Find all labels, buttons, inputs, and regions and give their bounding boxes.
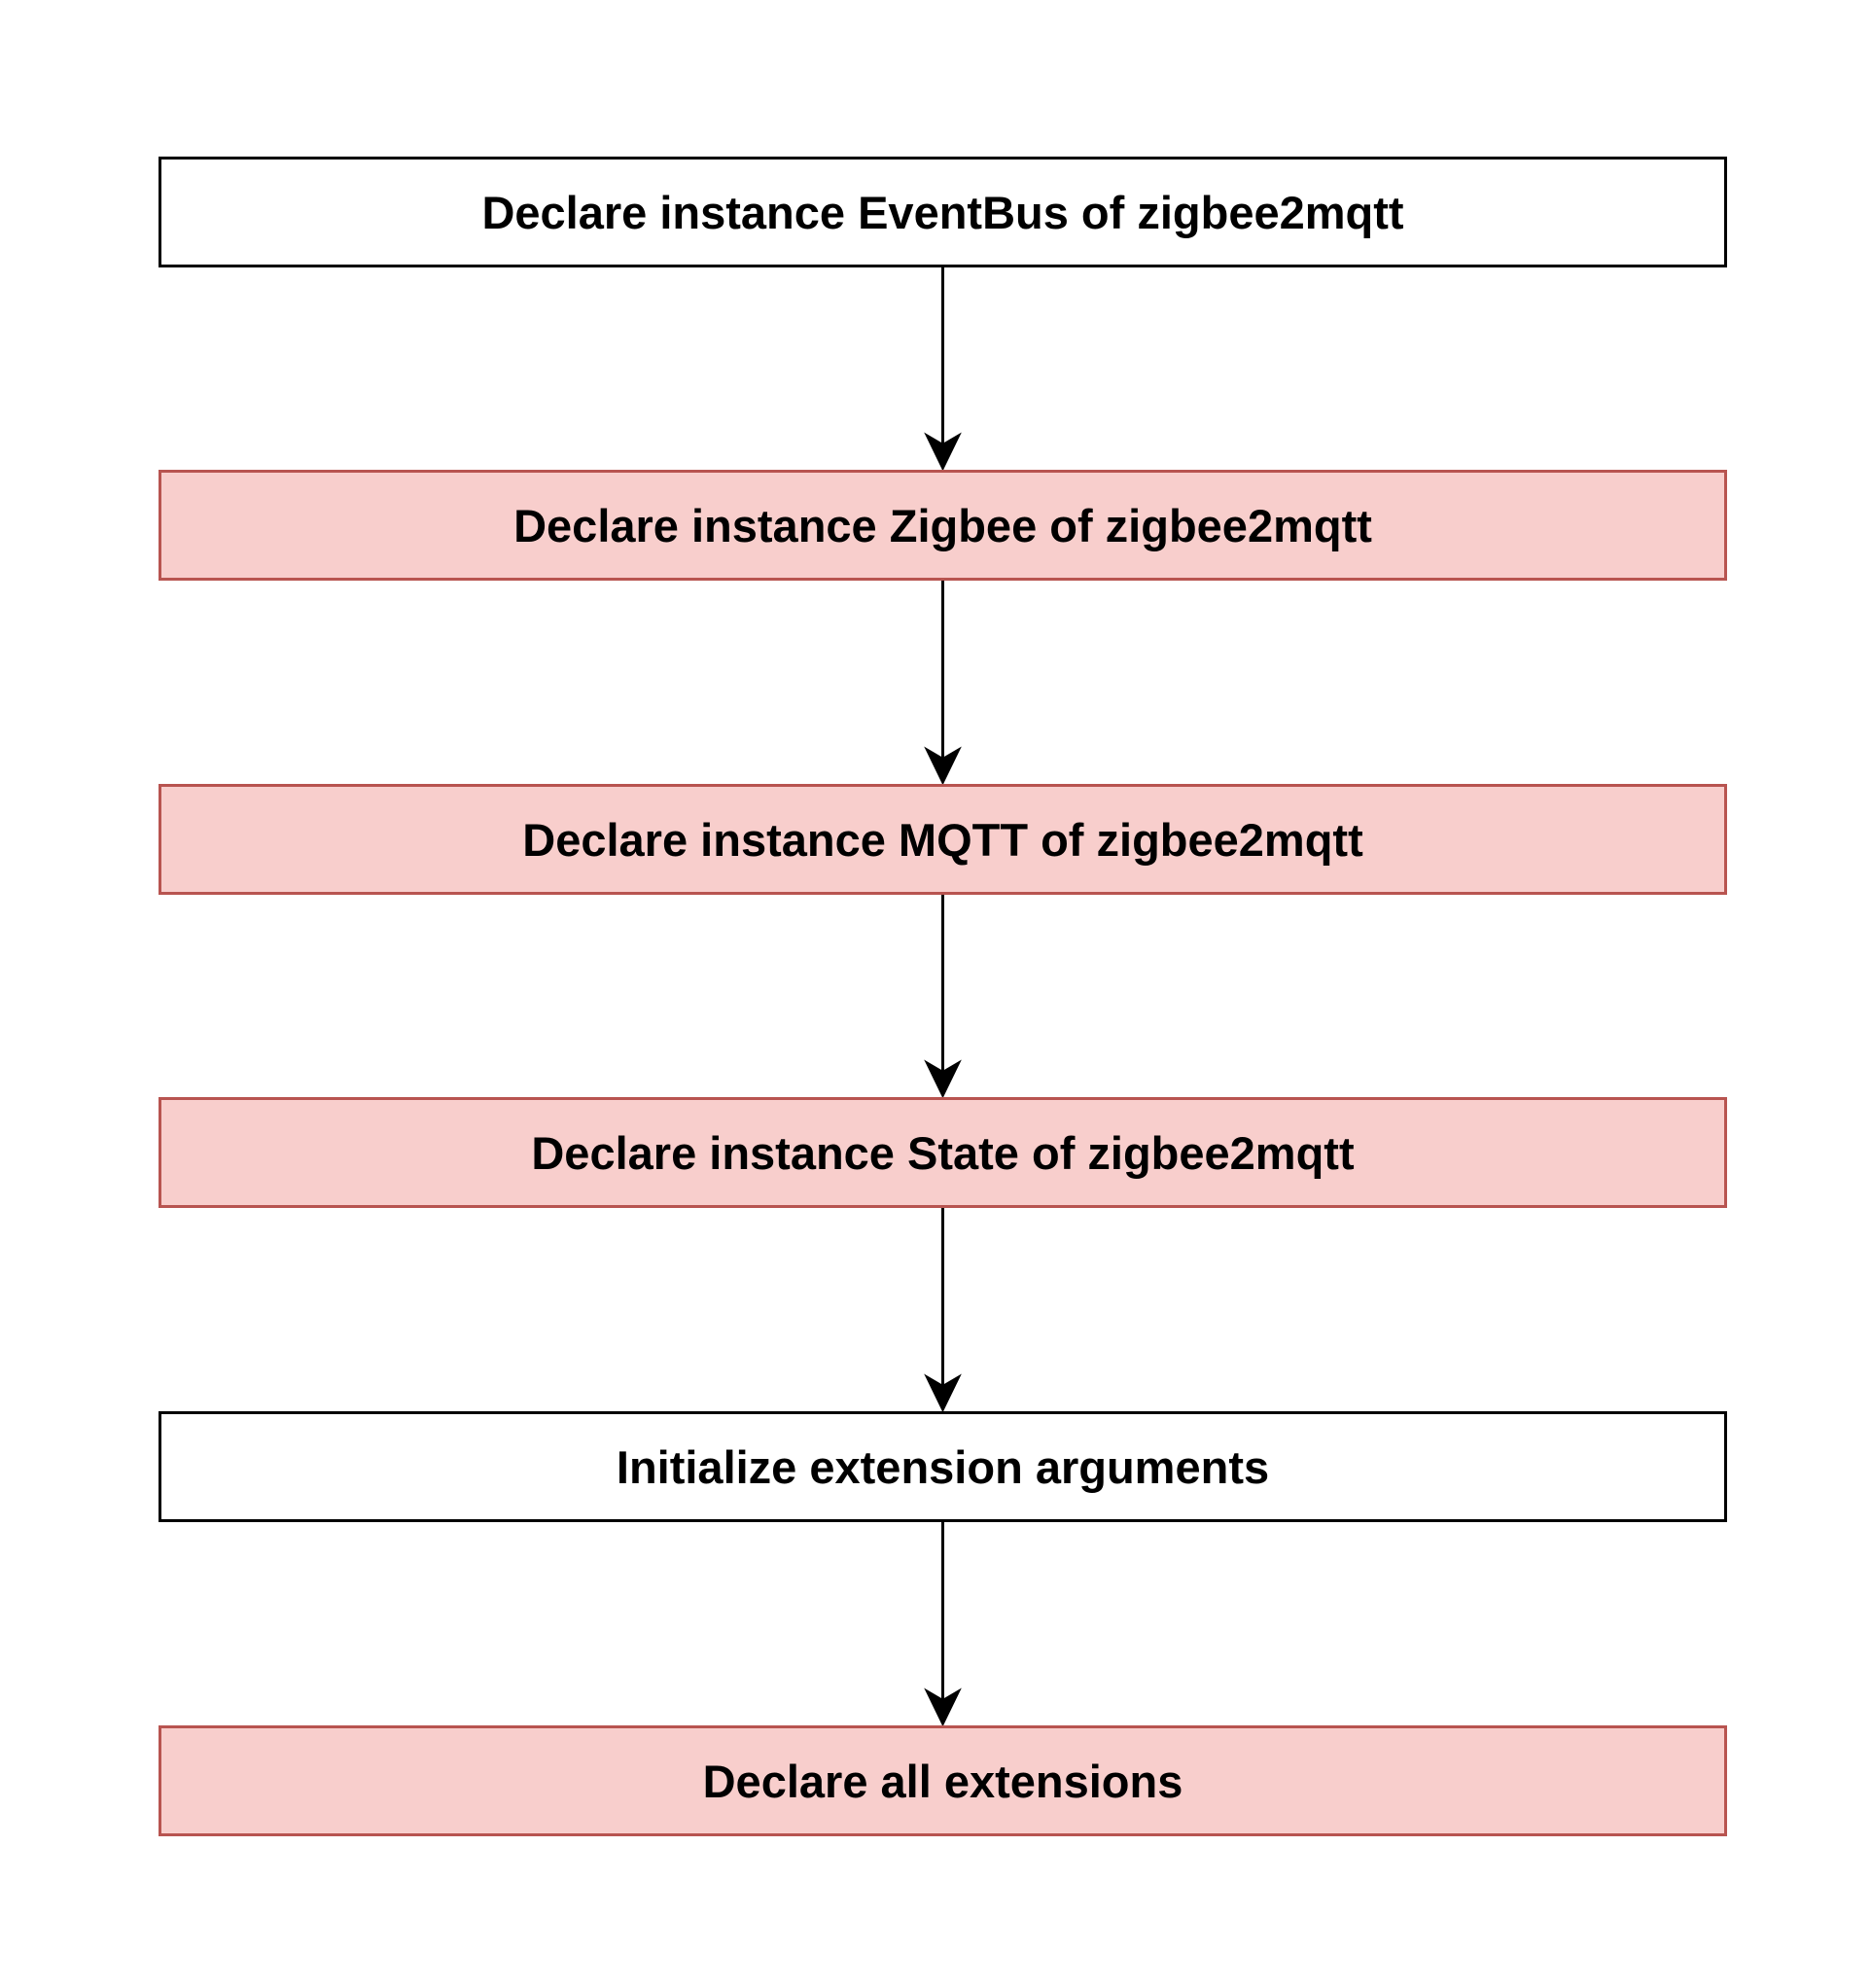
arrowhead-icon	[924, 1687, 962, 1727]
arrowhead-icon	[924, 432, 962, 472]
node-label: Initialize extension arguments	[616, 1440, 1270, 1493]
node-declare-mqtt: Declare instance MQTT of zigbee2mqtt	[159, 784, 1727, 895]
node-declare-state: Declare instance State of zigbee2mqtt	[159, 1097, 1727, 1208]
node-declare-all-extensions: Declare all extensions	[159, 1725, 1727, 1836]
node-label: Declare instance EventBus of zigbee2mqtt	[481, 186, 1404, 238]
node-label: Declare instance MQTT of zigbee2mqtt	[522, 813, 1363, 866]
arrowhead-icon	[924, 1059, 962, 1099]
node-label: Declare all extensions	[702, 1755, 1183, 1807]
node-declare-eventbus: Declare instance EventBus of zigbee2mqtt	[159, 157, 1727, 267]
node-label: Declare instance State of zigbee2mqtt	[531, 1126, 1355, 1179]
node-initialize-extension-arguments: Initialize extension arguments	[159, 1411, 1727, 1522]
node-label: Declare instance Zigbee of zigbee2mqtt	[513, 499, 1372, 551]
arrowhead-icon	[924, 1373, 962, 1413]
node-declare-zigbee: Declare instance Zigbee of zigbee2mqtt	[159, 470, 1727, 581]
arrowhead-icon	[924, 746, 962, 786]
